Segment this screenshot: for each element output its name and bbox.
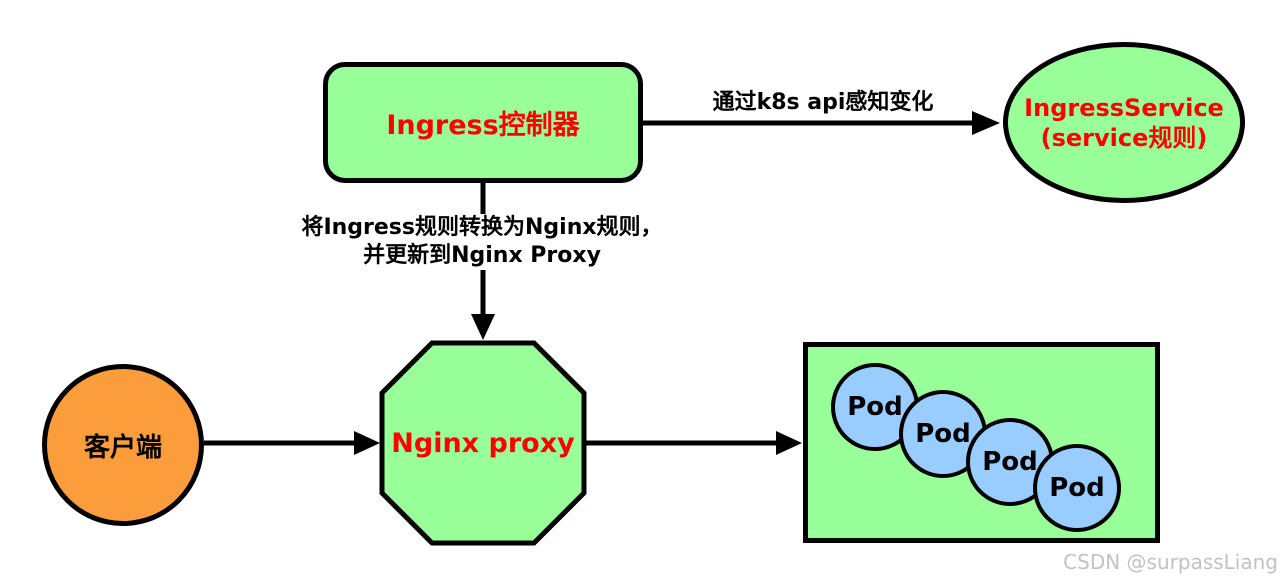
client-node: 客户端 bbox=[42, 364, 204, 526]
nginx-proxy-octagon bbox=[379, 340, 587, 546]
arrowhead-controller-to-proxy-icon bbox=[471, 314, 495, 340]
pod-node: Pod bbox=[831, 363, 919, 451]
pod-node: Pod bbox=[1033, 444, 1121, 532]
pod-label: Pod bbox=[982, 447, 1038, 477]
ingress-service-label-line1: IngressService bbox=[1024, 93, 1224, 122]
api-watch-edge-label-text: 通过k8s api感知变化 bbox=[712, 90, 934, 115]
ingress-controller-label: Ingress控制器 bbox=[386, 110, 580, 141]
pod-label: Pod bbox=[1049, 473, 1105, 503]
ingress-service-node: IngressService (service规则) bbox=[1003, 42, 1245, 203]
pod-label: Pod bbox=[915, 419, 971, 449]
arrowhead-client-to-proxy-icon bbox=[354, 431, 380, 455]
watermark: CSDN @surpassLiang bbox=[1063, 550, 1278, 574]
arrowhead-proxy-to-pods-icon bbox=[776, 431, 802, 455]
nginx-proxy-label: Nginx proxy bbox=[382, 343, 584, 543]
ingress-controller-node: Ingress控制器 bbox=[323, 62, 643, 183]
ingress-service-label-line2: (service规则) bbox=[1040, 123, 1208, 152]
convert-rules-edge-label: 将Ingress规则转换为Nginx规则， 并更新到Nginx Proxy bbox=[281, 214, 683, 270]
nginx-proxy-label-text: Nginx proxy bbox=[391, 427, 575, 459]
client-label: 客户端 bbox=[83, 432, 162, 463]
convert-rules-edge-label-line1: 将Ingress规则转换为Nginx规则， bbox=[301, 215, 663, 240]
arrowhead-controller-to-service-icon bbox=[972, 111, 1000, 135]
convert-rules-edge-label-line2: 并更新到Nginx Proxy bbox=[363, 243, 601, 268]
pod-label: Pod bbox=[847, 392, 903, 422]
api-watch-edge-label: 通过k8s api感知变化 bbox=[653, 86, 993, 115]
